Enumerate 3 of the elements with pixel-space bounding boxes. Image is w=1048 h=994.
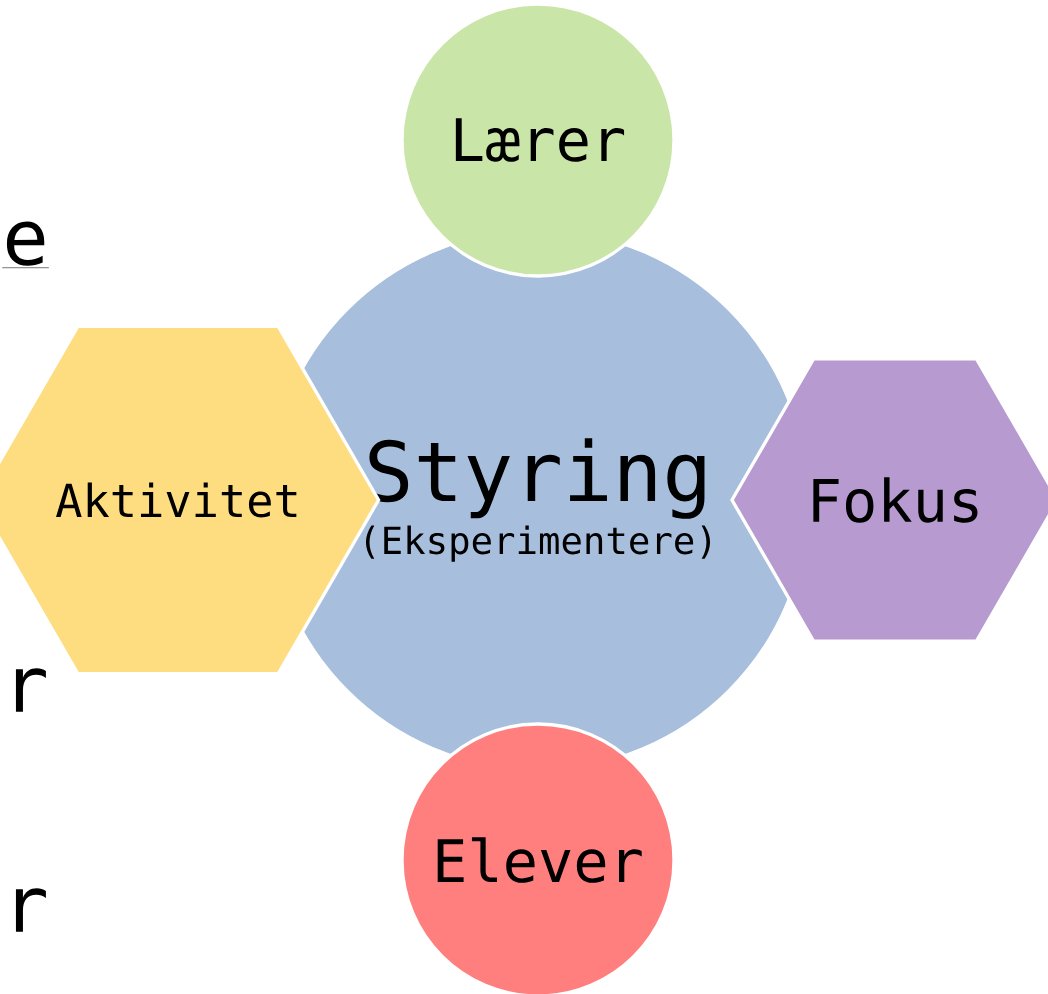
text-fragment: r bbox=[15, 888, 46, 932]
text-fragment: e bbox=[2, 221, 50, 268]
text-fragment: r bbox=[15, 668, 46, 712]
